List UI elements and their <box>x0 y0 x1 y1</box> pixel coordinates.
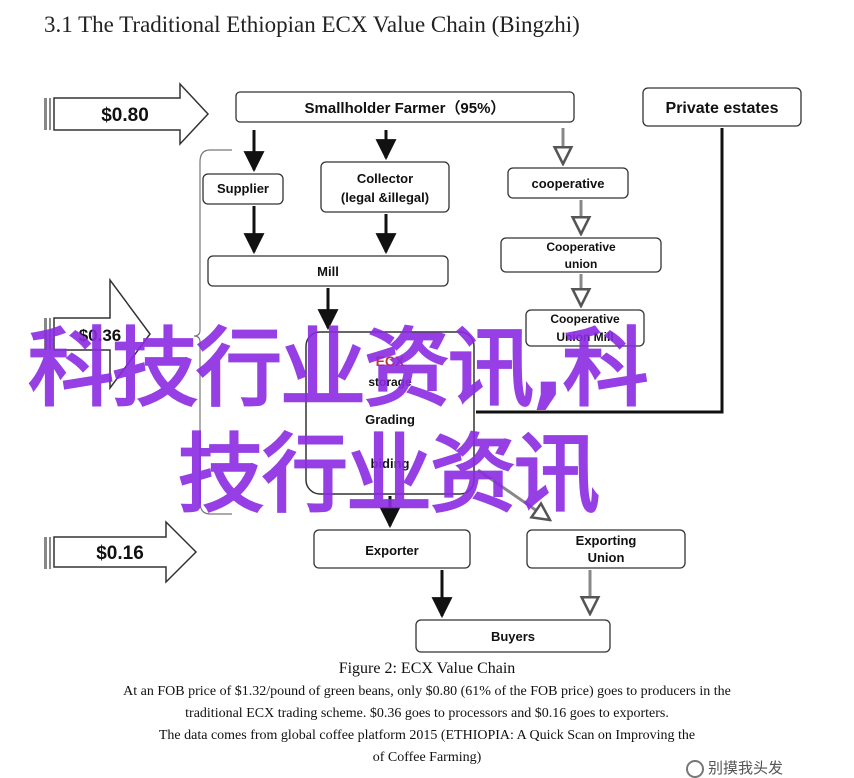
node-cooperative-union-mill-label-2: Union Mill <box>556 330 613 344</box>
node-ecx-storage: storage <box>368 375 412 389</box>
node-ecx-biding: biding <box>371 456 410 471</box>
price-arrow-080: $0.80 <box>44 82 210 146</box>
watermark-line-2: 技行业资讯 <box>178 425 600 525</box>
node-exporting-union <box>526 529 686 569</box>
node-collector <box>320 161 450 213</box>
node-exporting-union-label-2: Union <box>588 550 625 565</box>
figure-caption-line-4: of Coffee Farming) <box>372 750 482 765</box>
connectors <box>243 128 724 619</box>
node-cooperative-union-mill-label-1: Cooperative <box>550 312 620 326</box>
node-cooperative-union-label-2: union <box>565 257 598 271</box>
node-mill <box>207 255 449 287</box>
node-cooperative-union-label-1: Cooperative <box>546 240 616 254</box>
node-smallholder-farmer-label: Smallholder Farmer（95%） <box>305 99 506 117</box>
price-arrow-036: $0.36 <box>44 277 151 391</box>
node-exporter <box>313 529 471 569</box>
credit-label: 别摸我头发 <box>708 759 784 777</box>
node-collector-label-1: Collector <box>357 171 413 186</box>
node-exporter-label: Exporter <box>365 543 418 558</box>
node-ecx-label: ECX <box>376 353 405 369</box>
processing-brace <box>193 149 232 515</box>
price-label-036: $0.36 <box>79 326 122 345</box>
price-arrow-016: $0.16 <box>44 520 198 584</box>
node-smallholder-farmer <box>235 91 575 123</box>
node-mill-label: Mill <box>317 264 339 279</box>
price-label-080: $0.80 <box>101 105 149 126</box>
node-ecx-grading: Grading <box>365 412 415 427</box>
node-buyers-label: Buyers <box>491 629 535 644</box>
node-cooperative-union <box>500 237 662 273</box>
node-buyers <box>415 619 611 653</box>
node-private-estates <box>642 87 802 127</box>
watermark-line-1: 科技行业资讯,科 <box>28 319 649 419</box>
node-private-estates-label: Private estates <box>666 100 779 117</box>
node-supplier <box>202 173 284 205</box>
node-supplier-label: Supplier <box>217 181 269 196</box>
node-exporting-union-label-1: Exporting <box>576 533 637 548</box>
figure-caption-title: Figure 2: ECX Value Chain <box>338 660 516 677</box>
figure-caption-line-1: At an FOB price of $1.32/pound of green … <box>123 684 731 699</box>
node-cooperative-label: cooperative <box>532 176 605 191</box>
line-private-estates <box>476 128 724 414</box>
node-cooperative-union-mill <box>525 309 645 347</box>
node-collector-label-2: (legal &illegal) <box>341 190 429 205</box>
node-ecx <box>305 331 475 495</box>
arrow-ecx-exportunion <box>477 468 550 520</box>
node-cooperative <box>507 167 629 199</box>
figure-caption-line-3: The data comes from global coffee platfo… <box>158 728 696 743</box>
credit: 别摸我头发 <box>686 757 783 778</box>
figure-caption-line-2: traditional ECX trading scheme. $0.36 go… <box>185 706 669 721</box>
wechat-icon <box>686 759 704 778</box>
page-title: 3.1 The Traditional Ethiopian ECX Value … <box>44 12 580 37</box>
price-label-016: $0.16 <box>96 543 144 564</box>
